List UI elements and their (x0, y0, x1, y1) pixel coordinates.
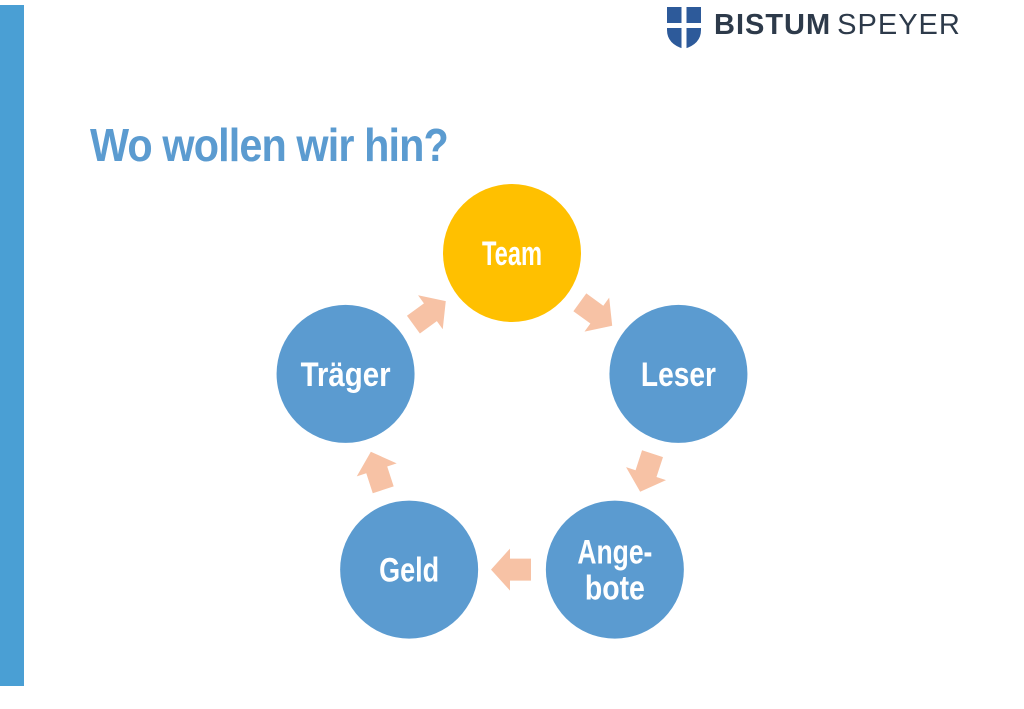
cycle-node-circle (276, 304, 415, 443)
cycle-node-label: Geld (379, 552, 439, 590)
cycle-node-circle (545, 500, 684, 639)
accent-side-bar (0, 5, 24, 686)
cycle-node-team: Team (443, 184, 581, 322)
shield-cross-icon (667, 7, 701, 49)
cycle-node-leser: Leser (609, 304, 748, 443)
brand-name-regular: SPEYER (837, 8, 961, 41)
cycle-arrow-icon (491, 548, 531, 591)
cycle-arrow-icon (626, 450, 667, 492)
cycle-arrow-icon (573, 293, 613, 332)
page-title: Wo wollen wir hin? (90, 119, 449, 171)
cycle-node-label: Team (482, 235, 542, 273)
cycle-arrow-icon (356, 451, 397, 494)
cycle-node-label: Ange- (577, 534, 652, 572)
cycle-node-traeger: Träger (276, 304, 415, 443)
cycle-node-geld: Geld (340, 500, 479, 639)
cycle-node-circle (609, 304, 748, 443)
cycle-arrow-icon (406, 295, 446, 334)
cycle-node-label: Träger (301, 356, 391, 394)
cycle-node-label: Leser (641, 356, 716, 394)
cycle-node-angebote: Ange-bote (545, 500, 684, 639)
cycle-node-label: bote (585, 570, 645, 608)
cycle-node-circle (443, 184, 581, 322)
cycle-node-circle (340, 500, 479, 639)
brand-name-bold: BISTUM (714, 8, 832, 41)
